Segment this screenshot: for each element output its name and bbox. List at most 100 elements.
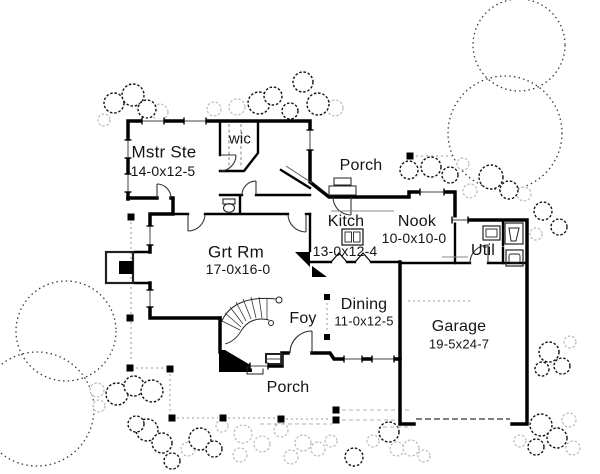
shrub-icon bbox=[205, 440, 223, 458]
room-dim-garage: 19-5x24-7 bbox=[428, 336, 490, 352]
room-label-kitch: Kitch bbox=[327, 213, 365, 230]
light-shrubs-layer bbox=[89, 98, 581, 465]
shrub-icon bbox=[456, 157, 470, 171]
door-swings bbox=[156, 154, 489, 354]
shrub-icon bbox=[534, 361, 550, 377]
shrub-icon bbox=[533, 201, 553, 221]
room-label-nook: Nook bbox=[397, 213, 437, 230]
room-dim-mstr-ste: 14-0x12-5 bbox=[130, 163, 196, 179]
window-symbol bbox=[306, 129, 314, 151]
shrub-icon bbox=[378, 421, 400, 443]
shrub-icon bbox=[263, 86, 283, 106]
room-label-porch-top: Porch bbox=[339, 157, 383, 174]
porch-post bbox=[126, 314, 134, 322]
shrub-icon bbox=[561, 412, 577, 428]
shrub-icon bbox=[478, 164, 504, 190]
porch-post bbox=[126, 364, 134, 372]
room-label-dining: Dining bbox=[340, 296, 388, 313]
windows-layer bbox=[124, 117, 469, 370]
steps-icon bbox=[328, 177, 357, 196]
porch-post bbox=[166, 365, 174, 373]
shrub-icon bbox=[253, 435, 271, 453]
shrub-icon bbox=[324, 434, 338, 448]
room-label-porch-bottom: Porch bbox=[266, 379, 310, 396]
shrub-icon bbox=[366, 434, 380, 448]
shrub-icon bbox=[550, 218, 568, 236]
shrub-icon bbox=[462, 183, 478, 199]
shrub-icon bbox=[283, 449, 299, 465]
tree-icon bbox=[472, 0, 566, 92]
interior-walls bbox=[148, 119, 529, 265]
room-label-util: Util bbox=[471, 242, 495, 259]
shrub-icon bbox=[281, 102, 299, 120]
room-dim-dining: 11-0x12-5 bbox=[334, 313, 394, 329]
shrub-icon bbox=[215, 419, 229, 433]
firebox-icon bbox=[119, 261, 133, 274]
shrub-icon bbox=[151, 432, 173, 454]
porch-edge-lines bbox=[130, 155, 470, 420]
shrub-icon bbox=[527, 438, 545, 456]
shrub-icon bbox=[441, 166, 459, 184]
corner-fireplace-icon bbox=[295, 252, 310, 267]
dark-shrubs-layer bbox=[103, 71, 571, 470]
shrub-icon bbox=[389, 441, 405, 457]
window-symbol bbox=[146, 289, 154, 308]
shrub-icon bbox=[553, 357, 571, 375]
porch-post bbox=[324, 294, 330, 300]
porch-post bbox=[277, 415, 285, 423]
window-symbol bbox=[141, 117, 165, 125]
shrub-icon bbox=[151, 103, 169, 121]
shrub-icon bbox=[228, 98, 246, 116]
shrub-icon bbox=[310, 441, 326, 457]
shrub-icon bbox=[565, 440, 581, 456]
shrub-icon bbox=[273, 422, 289, 438]
laundry-sink-icon bbox=[504, 222, 524, 245]
tree-icon bbox=[15, 280, 117, 382]
porch-post bbox=[168, 414, 176, 422]
shrub-icon bbox=[103, 92, 125, 114]
room-label-grt-rm: Grt Rm bbox=[208, 242, 264, 262]
room-dim-kitch: 13-0x12-4 bbox=[312, 243, 378, 259]
window-symbol bbox=[343, 355, 363, 363]
tree-icon bbox=[447, 75, 563, 191]
porch-post bbox=[324, 334, 330, 340]
window-symbol bbox=[249, 362, 269, 370]
shrub-icon bbox=[163, 452, 181, 470]
porch-post bbox=[406, 152, 414, 160]
shrub-icon bbox=[127, 415, 145, 433]
foyer-closet bbox=[265, 353, 283, 365]
trees-layer bbox=[0, 0, 566, 467]
shrub-icon bbox=[97, 113, 111, 127]
shrub-icon bbox=[92, 399, 106, 413]
shrub-icon bbox=[188, 427, 212, 451]
cased-opening-marks bbox=[330, 252, 372, 263]
fireplace-jog-walls bbox=[134, 250, 150, 285]
room-dim-nook: 10-0x10-0 bbox=[381, 230, 447, 246]
shrub-icon bbox=[121, 83, 145, 107]
window-symbol bbox=[124, 139, 132, 159]
shrub-icon bbox=[546, 427, 568, 449]
porch-post bbox=[332, 406, 340, 414]
porch-post bbox=[127, 213, 135, 221]
room-label-garage: Garage bbox=[431, 318, 487, 335]
shrub-icon bbox=[89, 382, 105, 398]
shrub-icon bbox=[233, 424, 253, 444]
washer-icon bbox=[482, 225, 501, 241]
shrub-icon bbox=[420, 156, 442, 178]
shrub-icon bbox=[292, 71, 314, 93]
porch-posts-layer bbox=[126, 152, 414, 424]
tree-icon bbox=[0, 351, 95, 467]
shrub-icon bbox=[499, 180, 519, 200]
shrub-icon bbox=[326, 99, 344, 117]
shrub-icon bbox=[232, 447, 248, 463]
shrub-icon bbox=[399, 160, 419, 180]
porch-post bbox=[332, 416, 340, 424]
room-label-wic: wic bbox=[228, 130, 252, 148]
closet-rod-icon bbox=[228, 124, 242, 168]
shower-icon bbox=[285, 165, 313, 184]
door-shade-triangle bbox=[312, 266, 327, 277]
shrub-icon bbox=[140, 379, 164, 403]
bay-window-corner bbox=[219, 350, 252, 372]
